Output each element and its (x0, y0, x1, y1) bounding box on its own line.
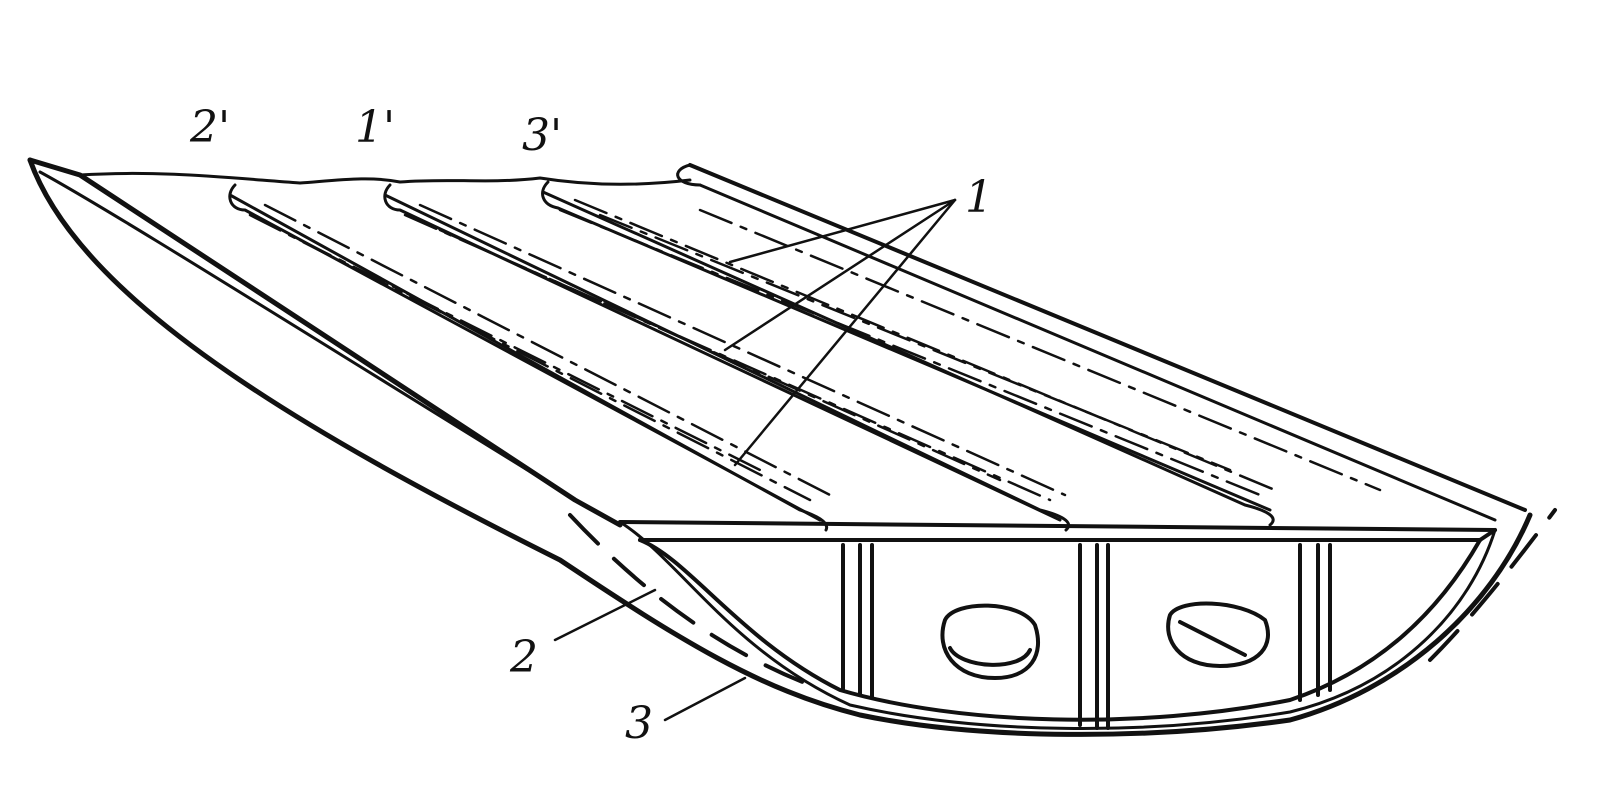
label-2-prime: 2' (189, 102, 230, 153)
inner-rib-contour (638, 538, 1482, 722)
label-3: 3 (625, 698, 653, 749)
leader-lines-1 (723, 198, 957, 467)
torn-upper-edge (78, 171, 692, 186)
label-3-prime: 3' (522, 110, 562, 161)
leader-line-3 (663, 676, 747, 722)
label-1-prime: 1' (355, 102, 395, 153)
rear-edge-rib-cap (676, 163, 702, 187)
nose-inner-line (38, 170, 562, 492)
rear-edge-rib (688, 163, 1527, 512)
label-1: 1 (965, 172, 993, 223)
inner-rib-contour-2 (618, 520, 1497, 730)
leading-edge (27, 157, 623, 528)
deck-right-cap (1478, 528, 1497, 542)
outer-skin (27, 157, 1533, 737)
label-2: 2 (509, 632, 538, 683)
rib-stiffeners (841, 543, 1332, 730)
leader-line-2 (553, 588, 657, 642)
skin-dash-lines (568, 508, 1557, 687)
lightening-holes (940, 601, 1270, 680)
hidden-lines (248, 198, 1382, 502)
stringers (228, 180, 1275, 532)
rear-edge-rib-inner (698, 183, 1497, 522)
deck-top-edge (618, 520, 1497, 532)
